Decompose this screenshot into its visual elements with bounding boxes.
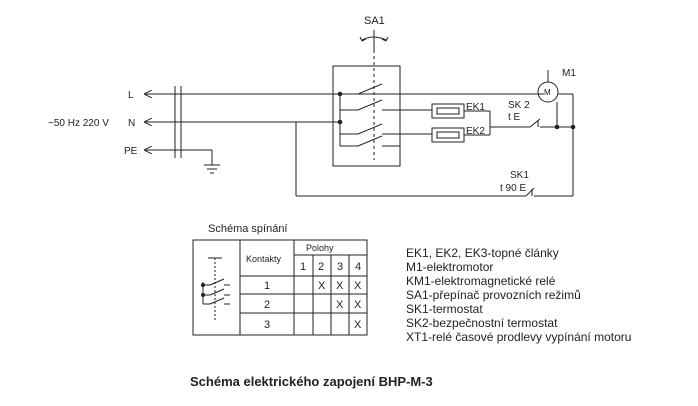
label-sk1: SK1 — [510, 170, 529, 181]
sk1-thermostat — [525, 187, 540, 197]
sa1-switch-box — [332, 65, 401, 167]
label-sk2: SK 2 — [508, 100, 530, 111]
ground-icon — [204, 150, 220, 174]
position-3: 3 — [337, 261, 343, 273]
label-ek2: EK2 — [466, 126, 485, 137]
position-4: 4 — [355, 261, 361, 273]
mark-r2-p3: X — [336, 299, 344, 311]
mark-r1-p2: X — [318, 280, 326, 292]
label-m1: M1 — [562, 68, 576, 79]
label-pe: PE — [124, 146, 138, 157]
col-kontakty: Kontakty — [246, 254, 282, 264]
legend-item: SK1-termostat — [406, 302, 483, 316]
legend-item: KM1-elektromagnetické relé — [406, 274, 556, 288]
contact-3: 3 — [264, 319, 270, 331]
label-sa1: SA1 — [364, 15, 385, 27]
mark-r1-p4: X — [354, 280, 362, 292]
mark-r1-p3: X — [336, 280, 344, 292]
contact-2: 2 — [264, 299, 270, 311]
col-polohy: Polohy — [306, 243, 334, 253]
label-supply: ~50 Hz 220 V — [48, 118, 109, 129]
label-l: L — [128, 90, 134, 101]
position-1: 1 — [300, 261, 306, 273]
label-sk1-sub: t 90 E — [500, 183, 526, 194]
legend-item: SK2-bezpečnostní termostat — [406, 316, 558, 330]
legend-item: SA1-přepínač provozních režimů — [406, 288, 581, 302]
mark-r3-p4: X — [354, 319, 362, 331]
legend-item: EK1, EK2, EK3-topné články — [406, 246, 559, 260]
switching-table — [192, 239, 368, 336]
contact-1: 1 — [264, 280, 270, 292]
legend-item: M1-elektromotor — [406, 260, 493, 274]
label-sk2-sub: t E — [508, 112, 521, 123]
switch-symbol-icon — [201, 257, 230, 320]
sk2-thermostat — [520, 118, 573, 128]
label-motor-symbol: M — [544, 88, 551, 97]
switching-title: Schéma spínání — [208, 223, 288, 235]
label-ek1: EK1 — [466, 102, 485, 113]
position-2: 2 — [318, 261, 324, 273]
diagram-caption: Schéma elektrického zapojení BHP-M-3 — [190, 374, 433, 389]
mark-r2-p4: X — [354, 299, 362, 311]
legend-item: XT1-relé časové prodlevy vypínání motoru — [406, 330, 631, 344]
label-n: N — [128, 118, 135, 129]
